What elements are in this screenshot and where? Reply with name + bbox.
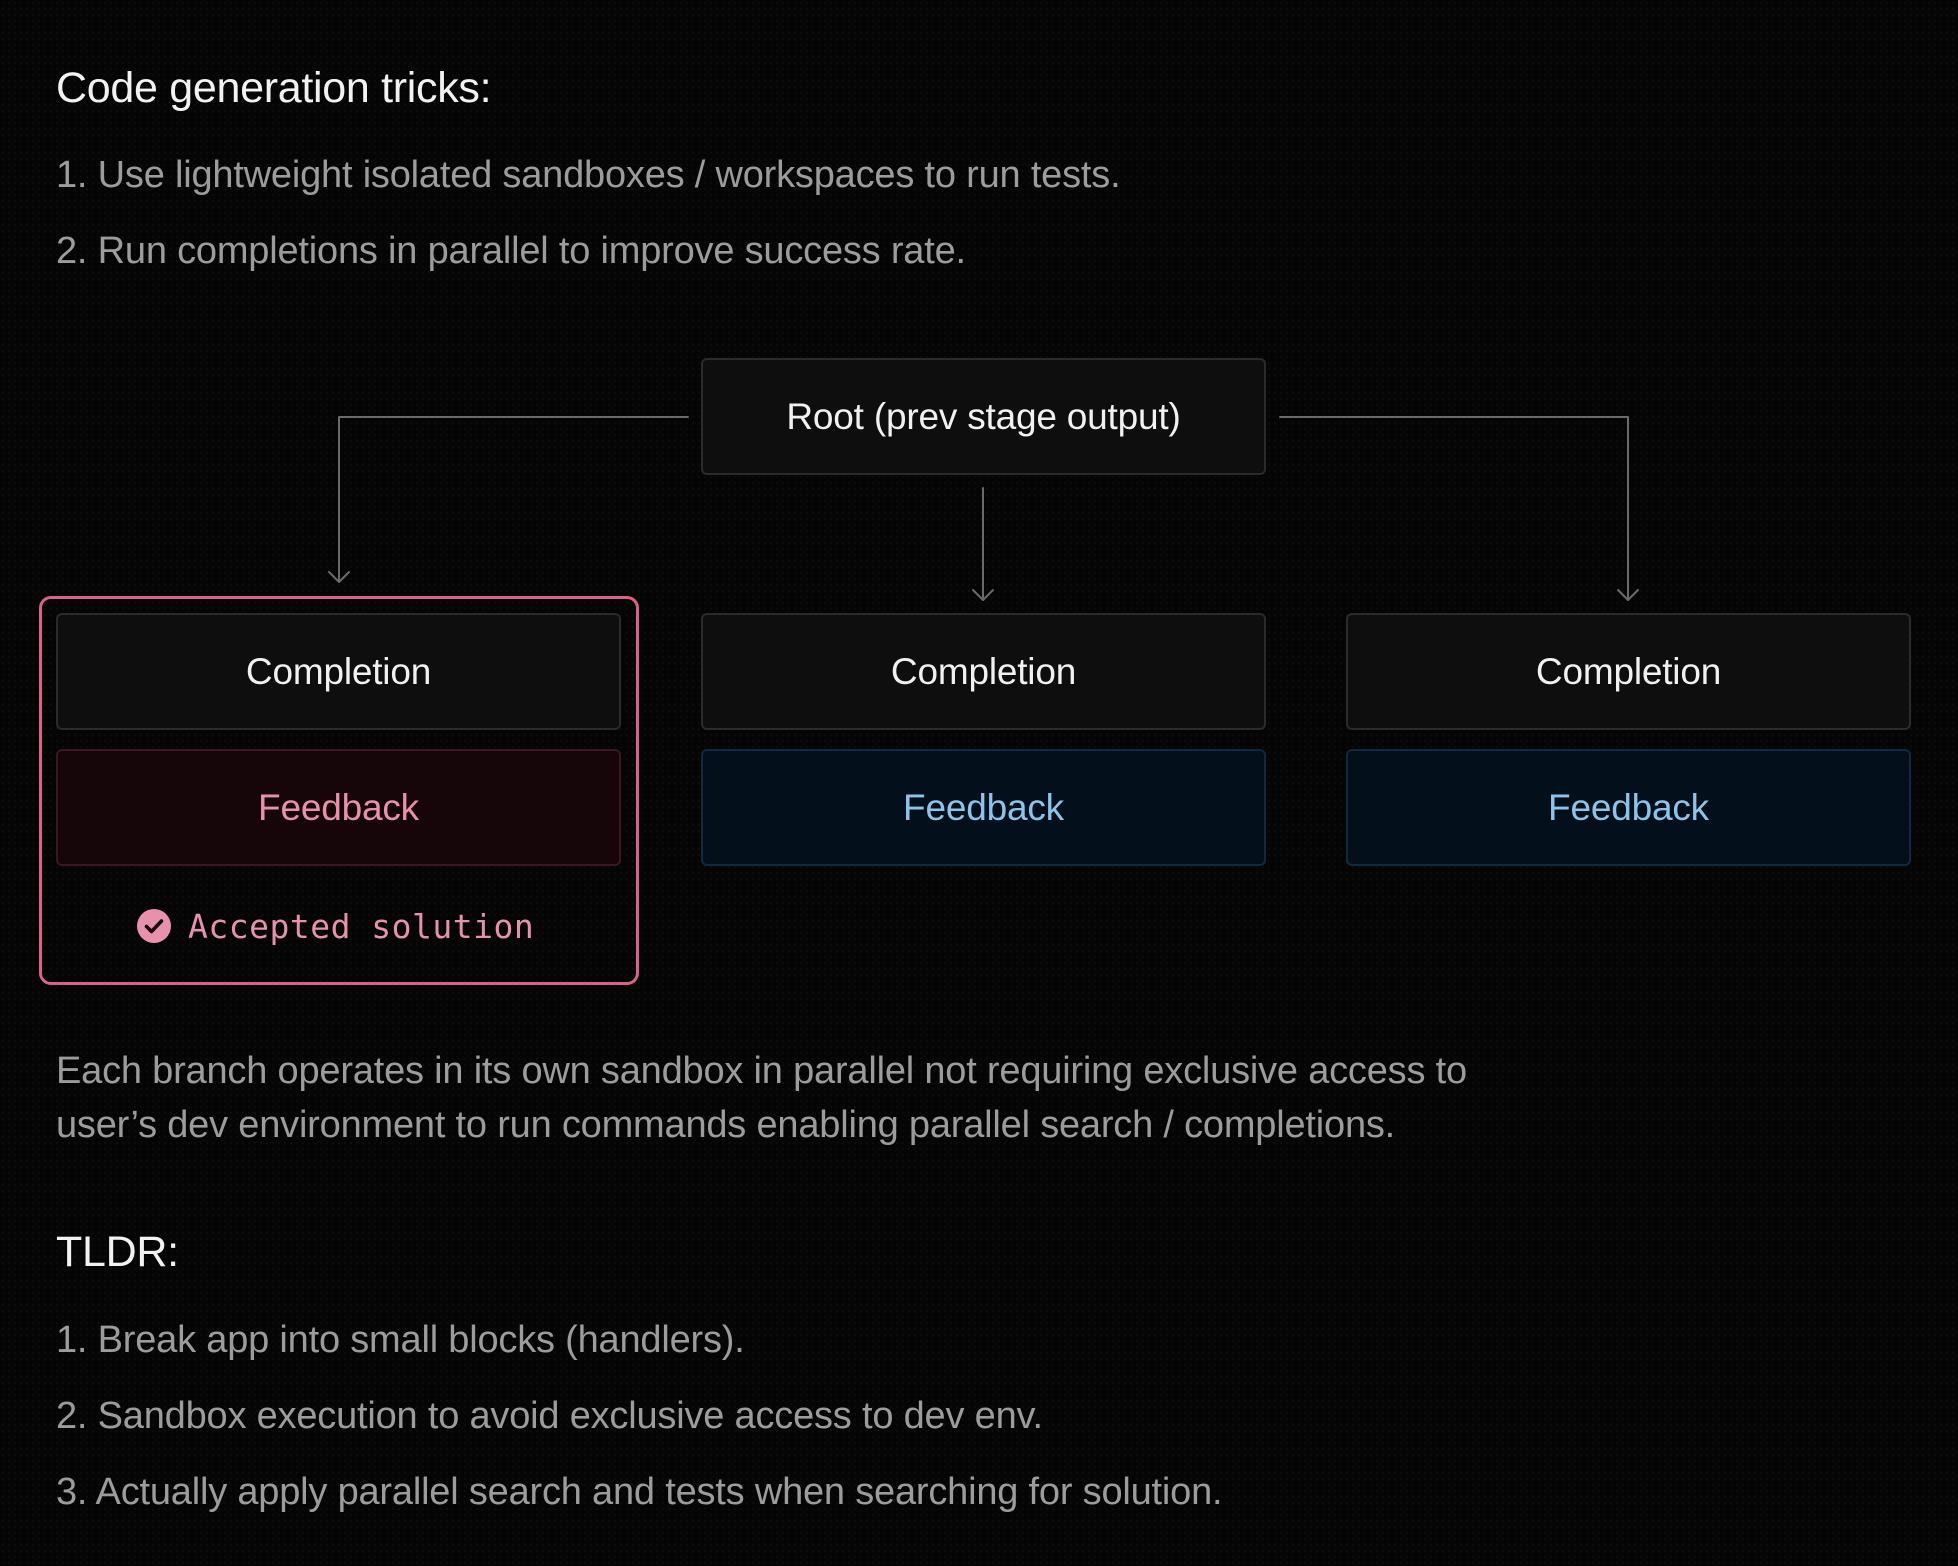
section-heading-tldr: TLDR:: [56, 1228, 179, 1276]
feedback-label: Feedback: [903, 786, 1064, 828]
list-item: 1. Break app into small blocks (handlers…: [56, 1319, 745, 1361]
feedback-label: Feedback: [258, 786, 419, 828]
feedback-label: Feedback: [1548, 786, 1709, 828]
list-item: 2. Run completions in parallel to improv…: [56, 230, 966, 272]
feedback-node-2: Feedback: [701, 749, 1266, 866]
connector-middle-arrowhead: [972, 589, 994, 601]
description-line-1: Each branch operates in its own sandbox …: [56, 1050, 1467, 1092]
accepted-solution-label: Accepted solution: [188, 906, 535, 946]
feedback-node-1: Feedback: [56, 749, 621, 866]
connector-right: [1279, 416, 1629, 601]
accepted-branch-frame: [39, 596, 639, 985]
connector-left-arrowhead: [328, 571, 350, 583]
completion-node-2: Completion: [701, 613, 1266, 730]
completion-label: Completion: [245, 650, 432, 692]
connector-left: [338, 416, 689, 583]
description-line-2: user’s dev environment to run commands e…: [56, 1104, 1396, 1146]
root-node: Root (prev stage output): [701, 358, 1266, 475]
completion-label: Completion: [890, 650, 1077, 692]
completion-node-3: Completion: [1346, 613, 1911, 730]
list-item: 1. Use lightweight isolated sandboxes / …: [56, 154, 1121, 196]
accepted-solution-badge: Accepted solution: [136, 903, 534, 949]
diagram-connectors: [328, 416, 1639, 601]
completion-node-1: Completion: [56, 613, 621, 730]
connector-right-arrowhead: [1617, 589, 1639, 601]
completion-label: Completion: [1535, 650, 1722, 692]
root-node-label: Root (prev stage output): [786, 395, 1181, 437]
feedback-node-3: Feedback: [1346, 749, 1911, 866]
section-heading-code-generation-tricks: Code generation tricks:: [56, 64, 492, 112]
list-item: 2. Sandbox execution to avoid exclusive …: [56, 1395, 1043, 1437]
list-item: 3. Actually apply parallel search and te…: [56, 1471, 1223, 1513]
check-circle-icon: [137, 909, 171, 943]
